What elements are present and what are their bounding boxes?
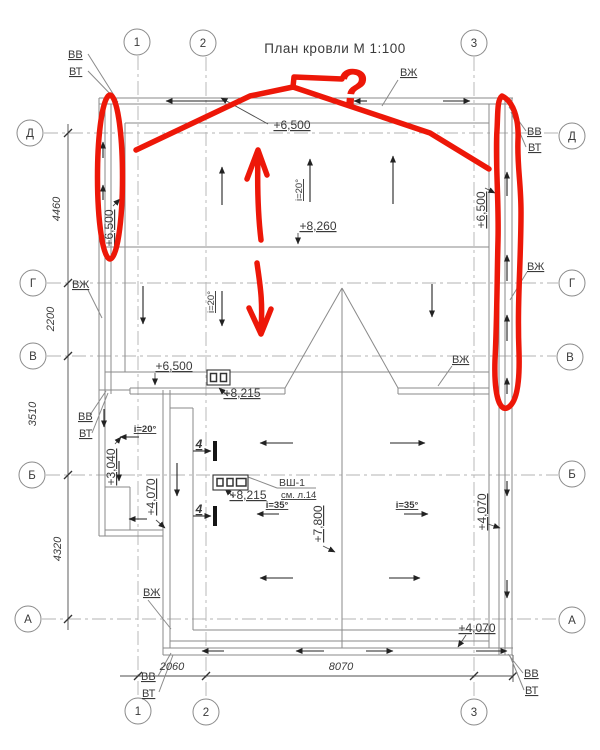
svg-text:А: А [568, 615, 576, 627]
grid-axis-bubble-Б: Б [18, 461, 46, 489]
dim-8070: 8070 [329, 661, 354, 673]
red-arrow-down [246, 260, 274, 337]
slope-i35-left: i=35° [266, 500, 289, 511]
label-vt-bottomright: ВТ [525, 685, 539, 697]
dim-2200: 2200 [45, 306, 57, 332]
section-mark-4-lower: 4 [195, 502, 203, 516]
svg-text:В: В [566, 352, 574, 364]
grid-axis-bubble-2: 2 [189, 29, 217, 57]
level-mark-hooks [112, 97, 501, 648]
svg-text:Д: Д [26, 128, 34, 140]
level-3040: +3,040 [104, 448, 118, 485]
label-vv-leftmid: ВВ [78, 411, 93, 423]
level-8215-a: +8,215 [223, 386, 260, 400]
vent-shaft-symbols [206, 369, 249, 491]
level-6500-top: +6,500 [273, 118, 310, 132]
red-highlight-right-eave [492, 93, 524, 411]
level-8260-ridge: +8,260 [299, 219, 336, 233]
svg-text:Д: Д [568, 131, 576, 143]
svg-text:2: 2 [200, 38, 206, 50]
slope-arrows [100, 98, 510, 654]
grid-axis-bubble-А: А [14, 605, 42, 633]
axis-grid-lines [42, 56, 558, 698]
grid-axis-bubble-А: А [558, 606, 586, 634]
level-4070-left: +4,070 [144, 478, 158, 515]
grid-axis-bubble-Б: Б [558, 460, 586, 488]
dimension-lines [63, 124, 518, 682]
label-vv-righttop: ВВ [527, 126, 542, 138]
vent-id: ВШ-1 [279, 477, 305, 489]
dim-4320: 4320 [52, 536, 64, 561]
dim-4460: 4460 [51, 196, 63, 221]
svg-text:1: 1 [134, 37, 140, 49]
svg-text:Г: Г [30, 278, 37, 290]
roof-lines [105, 246, 489, 648]
label-vzh-topright: ВЖ [400, 67, 417, 79]
svg-text:Г: Г [569, 278, 576, 290]
svg-text:1: 1 [135, 706, 141, 718]
slope-i35-right: i=35° [396, 500, 419, 511]
svg-text:Б: Б [28, 470, 36, 482]
level-6500-mid: +6,500 [155, 359, 192, 373]
label-vzh-left: ВЖ [72, 279, 89, 291]
label-vv-bottomleft: ВВ [141, 671, 156, 683]
grid-axis-bubble-2: 2 [192, 698, 220, 726]
grid-axis-bubble-1: 1 [124, 697, 152, 725]
svg-text:3: 3 [471, 707, 477, 719]
label-vzh-bottomleft: ВЖ [143, 587, 160, 599]
level-6500-right: +6,500 [474, 191, 488, 228]
svg-text:А: А [24, 614, 32, 626]
drawing-title: План кровли М 1:100 [264, 41, 406, 56]
svg-text:Б: Б [568, 469, 576, 481]
svg-text:3: 3 [471, 38, 477, 50]
slope-i20-top: i=20° [294, 179, 305, 201]
section-marks [193, 441, 217, 526]
level-8215-b: +8,215 [229, 488, 266, 502]
label-vzh-right: ВЖ [527, 261, 544, 273]
label-vv-topleft: ВВ [68, 49, 83, 61]
label-vv-bottomright: ВВ [524, 668, 539, 680]
level-4070-bottom: +4,070 [458, 621, 495, 635]
slope-i20-mid: i=20° [206, 291, 217, 313]
red-roof-sketch [133, 74, 492, 172]
svg-text:В: В [29, 351, 37, 363]
red-annotations [94, 74, 524, 411]
label-vzh-midright: ВЖ [452, 354, 469, 366]
label-vt-leftmid: ВТ [79, 428, 93, 440]
grid-axis-bubble-В: В [556, 343, 584, 371]
grid-axis-bubble-1: 1 [123, 28, 151, 56]
grid-axis-bubble-Г: Г [19, 269, 47, 297]
red-arrow-up [244, 147, 270, 243]
label-vt-righttop: ВТ [528, 142, 542, 154]
grid-axis-bubble-3: 3 [460, 29, 488, 57]
level-7800: +7,800 [311, 505, 325, 542]
building-outline [98, 97, 513, 656]
vent-sheet-ref: см. л.14 [281, 490, 316, 501]
section-mark-4-upper: 4 [195, 437, 203, 451]
dim-2060: 2060 [159, 661, 185, 673]
grid-axis-bubble-В: В [19, 342, 47, 370]
grid-axis-bubble-Г: Г [558, 269, 586, 297]
dim-3510: 3510 [27, 401, 39, 426]
grid-axis-bubble-Д: Д [558, 122, 586, 150]
slope-i20-annex: i=20° [134, 424, 157, 435]
level-4070-right: +4,070 [475, 493, 489, 530]
grid-axis-bubble-Д: Д [16, 119, 44, 147]
level-6500-left: +6,500 [102, 209, 116, 246]
svg-text:2: 2 [203, 707, 209, 719]
label-vt-bottomleft: ВТ [142, 688, 156, 700]
grid-axis-bubble-3: 3 [460, 698, 488, 726]
red-highlight-left-eave [94, 92, 126, 262]
label-vt-topleft: ВТ [69, 66, 83, 78]
